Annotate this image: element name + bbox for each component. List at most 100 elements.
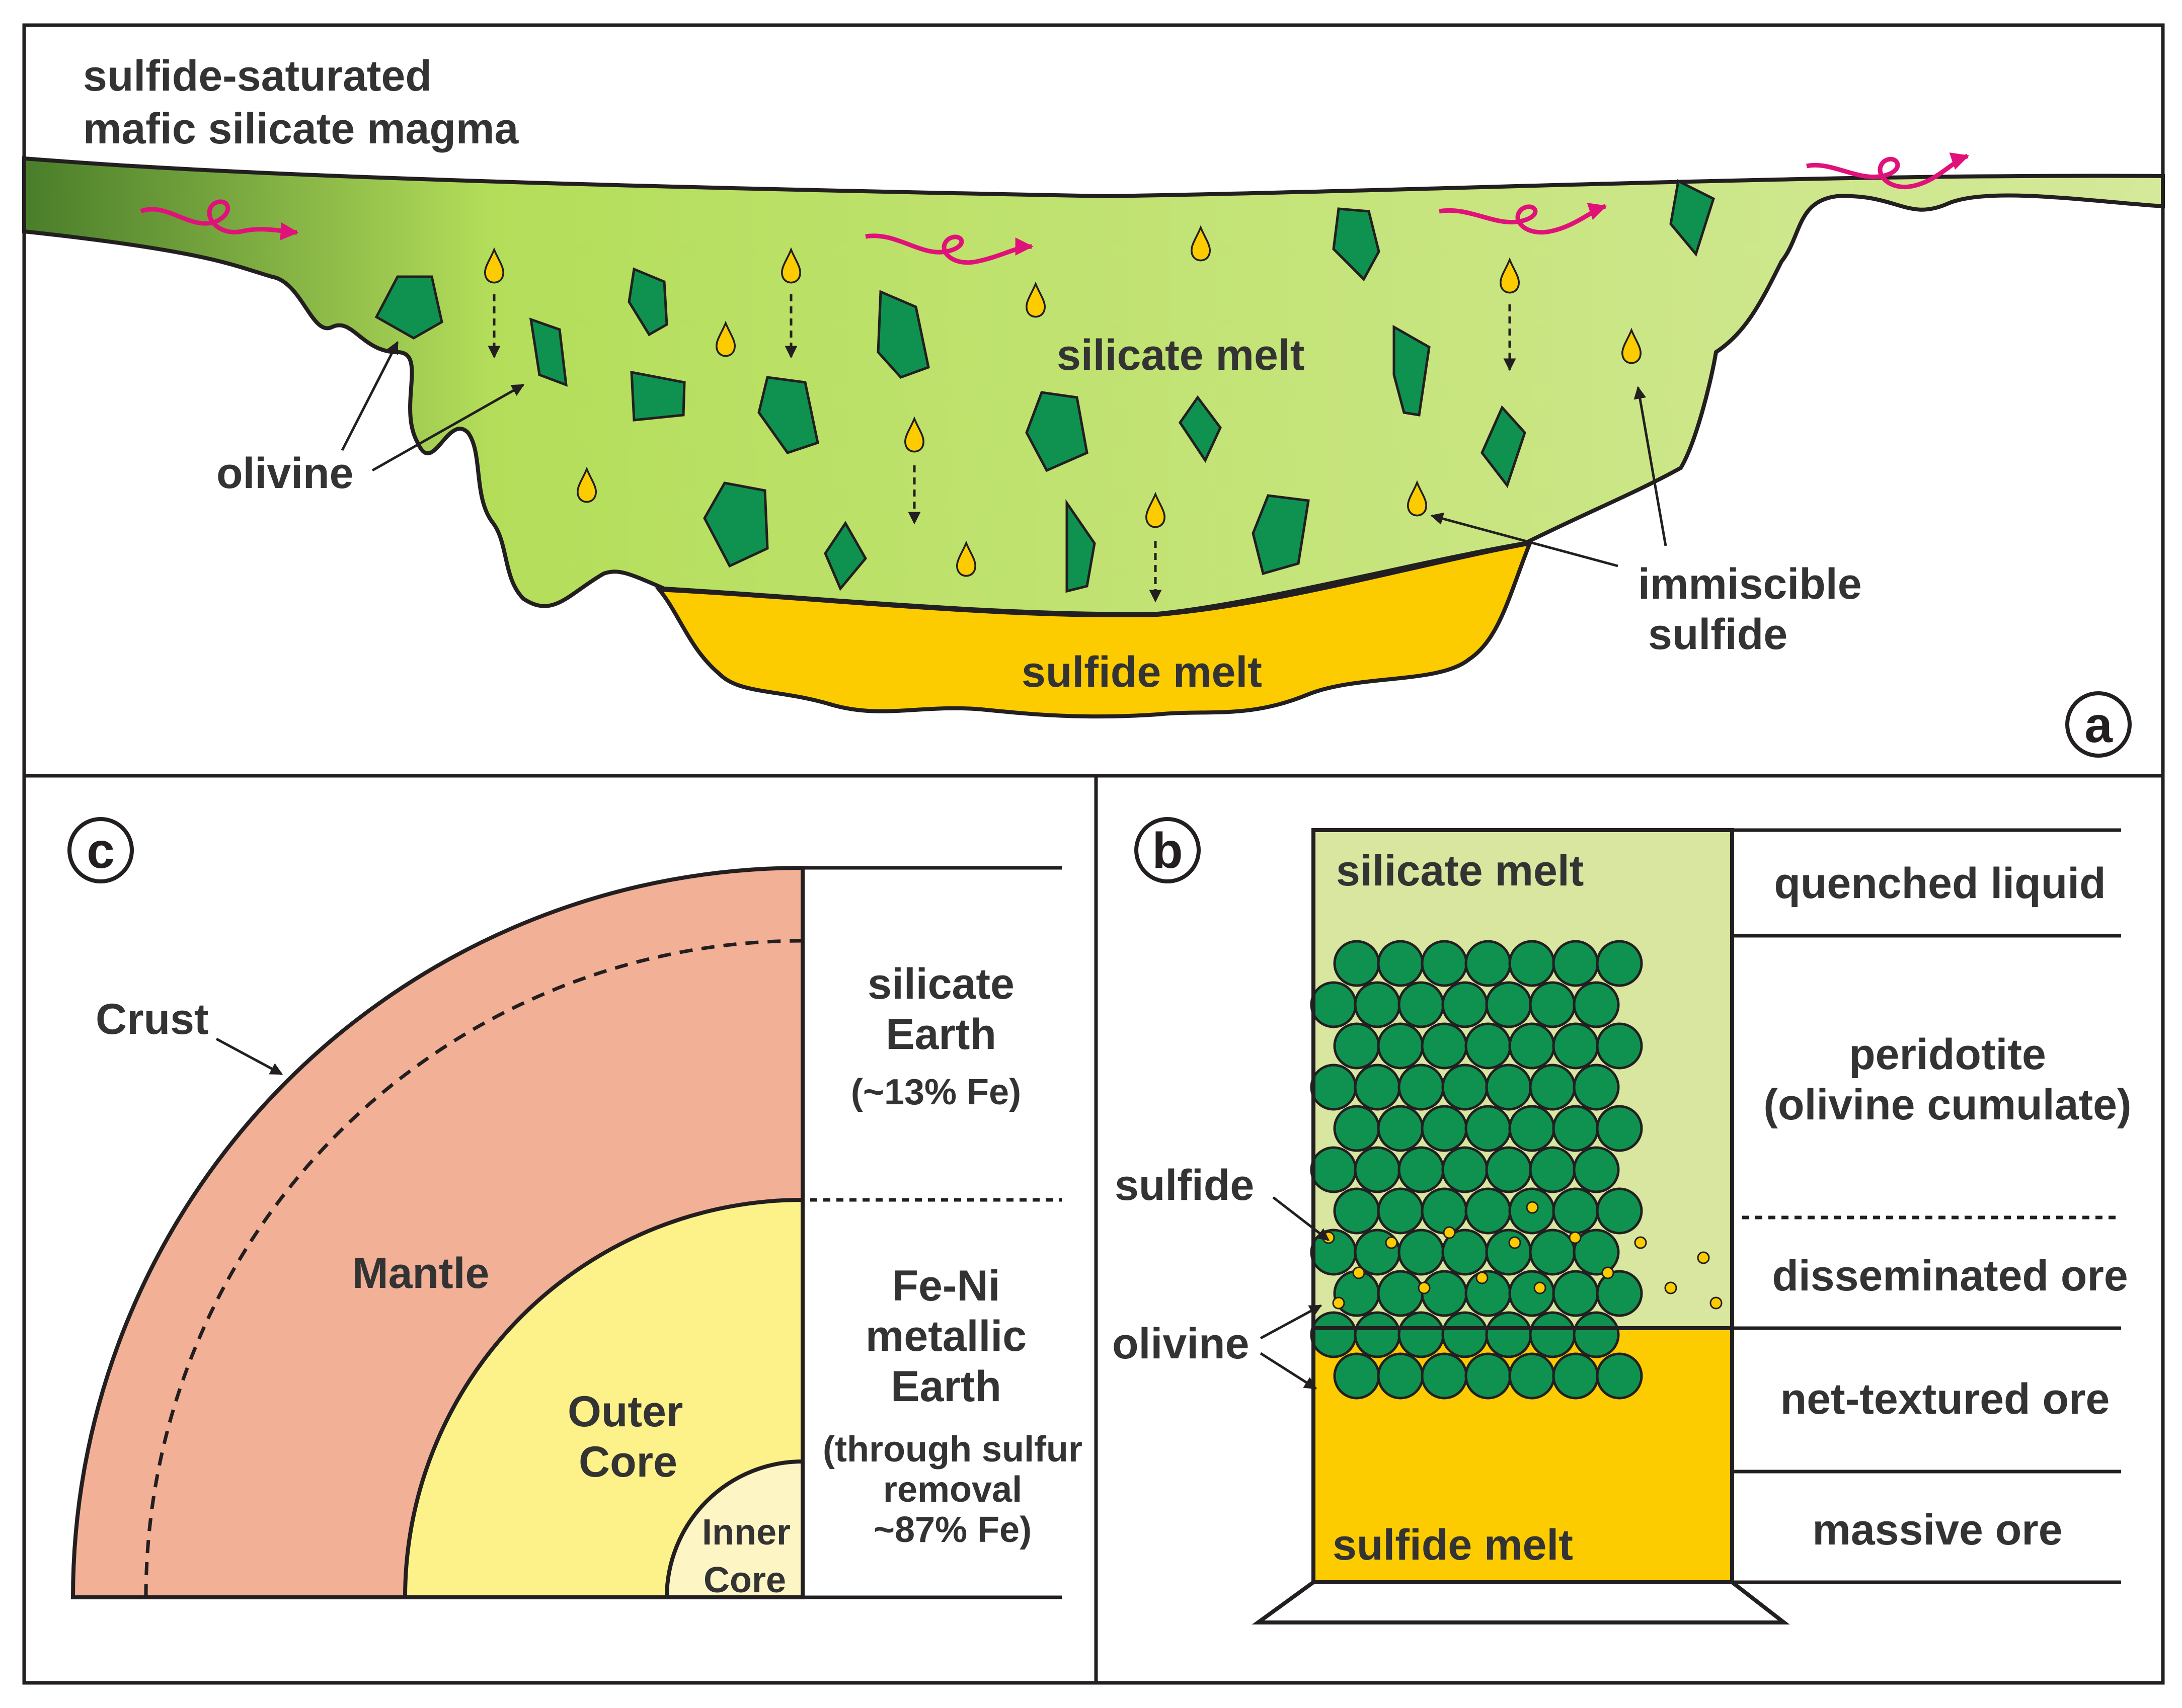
silicate-earth-label-line2: Earth <box>886 1010 996 1059</box>
olivine-grain <box>1397 1146 1445 1193</box>
olivine-grain <box>1397 1064 1445 1111</box>
olivine-grain <box>1441 981 1489 1028</box>
olivine-crystal <box>1669 179 1716 257</box>
olivine-grain <box>1529 1311 1576 1358</box>
olivine-grain <box>1529 1064 1576 1111</box>
olivine-crystal <box>877 290 930 379</box>
olivine-grain <box>1421 1270 1468 1317</box>
olivine-grain <box>1485 1146 1532 1193</box>
zone-peridotite-line1: peridotite <box>1849 1030 2046 1079</box>
olivine-grain <box>1354 1146 1401 1193</box>
sulfide-blob <box>1443 1226 1456 1239</box>
magma-title-line1: sulfide-saturated <box>83 52 432 100</box>
olivine-grain <box>1573 981 1620 1028</box>
zone-peridotite-line2: (olivine cumulate) <box>1763 1081 2131 1129</box>
olivine-grain <box>1441 1311 1489 1358</box>
olivine-grain <box>1596 1352 1643 1400</box>
olivine-crystals <box>374 179 1716 593</box>
olivine-crystal <box>1065 499 1096 593</box>
sulfide-melt-pool <box>655 540 1533 719</box>
outer-core-layer <box>403 1197 805 1599</box>
olivine-grain <box>1529 1146 1576 1193</box>
panel-c-badge: c <box>67 817 134 883</box>
olivine-crystal <box>757 376 819 454</box>
olivine-grain <box>1333 1352 1380 1400</box>
olivine-grain <box>1421 1187 1468 1235</box>
olivine-grain <box>1464 1022 1512 1070</box>
olivine-grain <box>1573 1146 1620 1193</box>
settling-arrows <box>488 294 1516 603</box>
silicate-melt-label: silicate melt <box>1057 331 1304 379</box>
olivine-grain <box>1377 1022 1424 1070</box>
olivine-grain <box>1377 1187 1424 1235</box>
olivine-grain <box>1573 1064 1620 1111</box>
sulfide-label: sulfide <box>1115 1161 1254 1209</box>
metallic-earth-label-line1: Fe-Ni <box>892 1262 1000 1310</box>
metallic-earth-note-line3: ~87% Fe) <box>874 1510 1032 1550</box>
interstitial-sulfide <box>1322 1201 1723 1310</box>
olivine-grain <box>1333 1105 1380 1152</box>
inner-core-layer <box>664 1459 805 1599</box>
metallic-earth-note-line2: removal <box>883 1470 1022 1510</box>
zone-dividers <box>1732 828 2121 1584</box>
olivine-grain <box>1508 1105 1555 1152</box>
immiscible-sulfide-label-line1: immiscible <box>1638 560 1862 608</box>
sulfide-blob <box>1634 1236 1647 1249</box>
olivine-grain <box>1485 1229 1532 1276</box>
olivine-grain <box>1508 940 1555 987</box>
outer-core-label-line1: Outer <box>568 1388 683 1436</box>
panel-b-leader-arrows <box>1260 1196 1330 1390</box>
olivine-grain <box>1485 981 1532 1028</box>
silicate-earth-label-line1: silicate <box>868 960 1015 1008</box>
crust-label: Crust <box>96 995 209 1043</box>
inner-core-label-line1: Inner <box>702 1512 791 1553</box>
panel-a-badge: a <box>2065 691 2132 758</box>
olivine-grain <box>1397 981 1445 1028</box>
column-silicate-melt-label: silicate melt <box>1336 847 1584 895</box>
flow-arrow <box>865 233 1034 265</box>
panel-b-badge-label: b <box>1152 823 1183 879</box>
sulfide-blob <box>1508 1236 1521 1249</box>
leader-arrows <box>341 341 1667 567</box>
olivine-grain <box>1377 1270 1424 1317</box>
sulfide-blob <box>1697 1251 1710 1264</box>
olivine-crystal <box>703 481 769 568</box>
olivine-grain <box>1421 1105 1468 1152</box>
panel-c: Crust Mantle Outer Core Inner Core silic… <box>67 817 1082 1600</box>
olivine-grain <box>1310 981 1357 1028</box>
olivine-crystal <box>1332 207 1380 282</box>
olivine-grain <box>1552 1187 1599 1235</box>
figure-frame <box>22 23 2165 1685</box>
sulfide-melt-label: sulfide melt <box>1022 648 1262 696</box>
olivine-grain <box>1464 1105 1512 1152</box>
flow-arrow <box>140 199 299 240</box>
panel-b: silicate melt sulfide melt sulfide olivi… <box>1112 817 2132 1624</box>
olivine-grain <box>1508 1352 1555 1400</box>
olivine-cumulate <box>1310 940 1643 1400</box>
zone-massive-ore: massive ore <box>1812 1506 2062 1554</box>
sulfide-blob <box>1533 1281 1546 1294</box>
sulfide-blob <box>1569 1231 1582 1244</box>
olivine-crystal <box>630 370 686 422</box>
olivine-grain <box>1310 1064 1357 1111</box>
olivine-grain <box>1552 1270 1599 1317</box>
zone-quenched-liquid: quenched liquid <box>1774 859 2106 908</box>
olivine-grain <box>1508 1270 1555 1317</box>
panel-a: sulfide-saturated mafic silicate magma s… <box>22 52 2165 758</box>
olivine-grain <box>1354 1064 1401 1111</box>
olivine-grain <box>1310 1311 1357 1358</box>
magma-flow-arrows <box>140 152 1970 265</box>
olivine-crystal <box>1178 395 1222 463</box>
crust-boundary <box>144 939 803 1598</box>
sulfide-blob <box>1332 1296 1345 1310</box>
sulfide-blob <box>1709 1296 1723 1310</box>
olivine-grain <box>1552 1352 1599 1400</box>
olivine-grain <box>1333 1022 1380 1070</box>
zone-net-textured-ore: net-textured ore <box>1780 1375 2110 1423</box>
olivine-grain <box>1397 1311 1445 1358</box>
olivine-grain <box>1552 1105 1599 1152</box>
olivine-crystal <box>1025 391 1088 472</box>
olivine-grain <box>1441 1064 1489 1111</box>
sulfide-blob <box>1352 1266 1365 1279</box>
olivine-grain <box>1377 1352 1424 1400</box>
